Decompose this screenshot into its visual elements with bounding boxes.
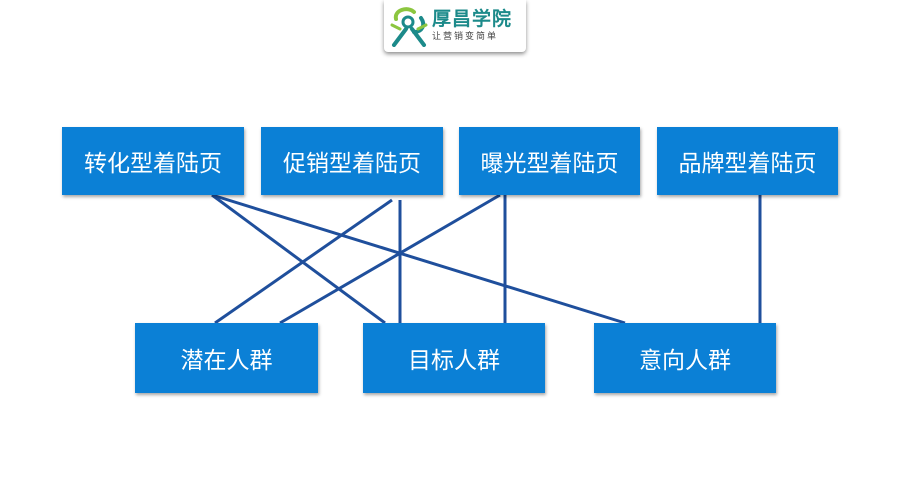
page-type-label: 品牌型着陆页 — [678, 151, 817, 177]
hc-logo-icon — [390, 7, 428, 47]
audience-potential-box: 潜在人群 — [135, 323, 318, 393]
audience-label: 潜在人群 — [180, 348, 273, 374]
brand-name: 厚昌学院 — [432, 8, 513, 30]
page-type-brand-box: 品牌型着陆页 — [657, 127, 838, 195]
page-type-promotion-box: 促销型着陆页 — [261, 127, 443, 195]
connector-t0-b1 — [211, 193, 386, 325]
connector-t0-b2 — [211, 193, 626, 325]
page-type-label: 转化型着陆页 — [84, 151, 222, 177]
audience-label: 目标人群 — [408, 348, 500, 374]
brand-slogan: 让营销变简单 — [432, 32, 499, 42]
brand-logo: 厚昌学院 让营销变简单 — [384, 0, 526, 52]
page-type-conversion-box: 转化型着陆页 — [62, 127, 244, 195]
audience-target-box: 目标人群 — [363, 323, 545, 393]
connector-t2-b0 — [279, 193, 501, 325]
page-type-label: 曝光型着陆页 — [480, 151, 619, 177]
page-type-label: 促销型着陆页 — [283, 151, 421, 177]
connector-t1-b0 — [214, 198, 393, 325]
page-type-exposure-box: 曝光型着陆页 — [459, 127, 640, 195]
audience-label: 意向人群 — [639, 348, 731, 374]
audience-intent-box: 意向人群 — [594, 323, 776, 393]
